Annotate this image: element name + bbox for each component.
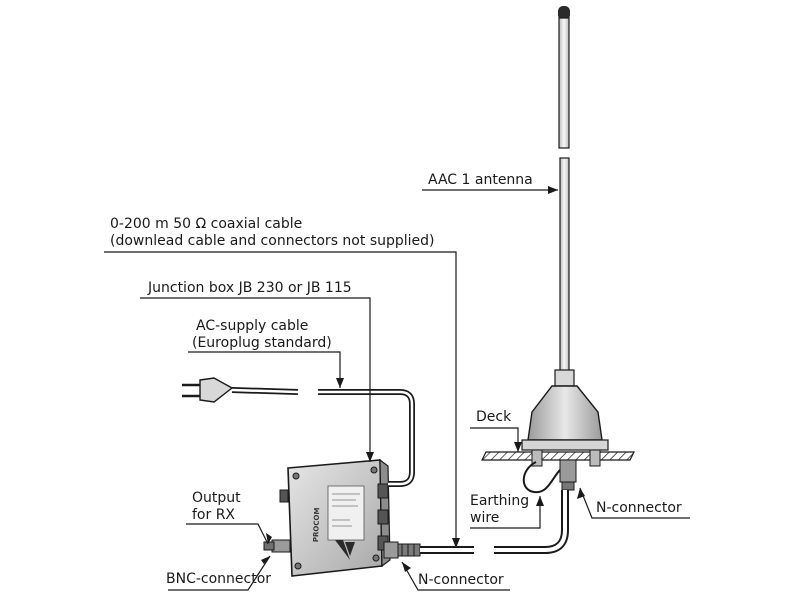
ac-plug bbox=[182, 377, 234, 403]
deck bbox=[481, 449, 635, 491]
output-label-line2: for RX bbox=[192, 507, 236, 523]
antenna bbox=[521, 6, 609, 451]
antenna-base bbox=[527, 385, 603, 441]
junction-box-plate bbox=[327, 485, 365, 541]
junction-box-label: Junction box JB 230 or JB 115 bbox=[148, 280, 352, 296]
ac-supply-label-line2: (Europlug standard) bbox=[192, 335, 332, 351]
antenna-lower-whip bbox=[559, 157, 570, 374]
coax-label-line2: (downlead cable and connectors not suppl… bbox=[110, 233, 435, 249]
earthing-label-line2: wire bbox=[470, 510, 500, 526]
arrowheads bbox=[261, 186, 585, 572]
leader-lines bbox=[104, 189, 690, 591]
junction-box bbox=[279, 458, 391, 577]
antenna-base-flange bbox=[521, 439, 609, 451]
deck-bolt-right bbox=[589, 449, 601, 467]
deck-bolt-left bbox=[531, 449, 543, 467]
antenna-label: AAC 1 antenna bbox=[428, 172, 533, 188]
procom-logo-icon bbox=[335, 540, 355, 560]
coax-label-line1: 0-200 m 50 Ω coaxial cable bbox=[110, 216, 303, 232]
box-n-connector-label: N-connector bbox=[418, 572, 504, 588]
deck-label: Deck bbox=[476, 409, 512, 425]
antenna-collar bbox=[554, 369, 575, 387]
mast-n-connector bbox=[559, 459, 577, 483]
earthing-label-line1: Earthing bbox=[470, 493, 530, 509]
antenna-tip bbox=[558, 6, 570, 20]
output-label-line1: Output bbox=[192, 490, 241, 506]
earthing-wire bbox=[522, 461, 561, 494]
box-n-connector bbox=[383, 541, 421, 559]
procom-logo-text: PROCOM bbox=[312, 507, 322, 543]
ac-supply-label-line1: AC-supply cable bbox=[196, 318, 309, 334]
bnc-connector-label: BNC-connector bbox=[166, 571, 272, 587]
antenna-upper-whip bbox=[558, 17, 570, 149]
mast-n-connector-label: N-connector bbox=[596, 500, 682, 516]
